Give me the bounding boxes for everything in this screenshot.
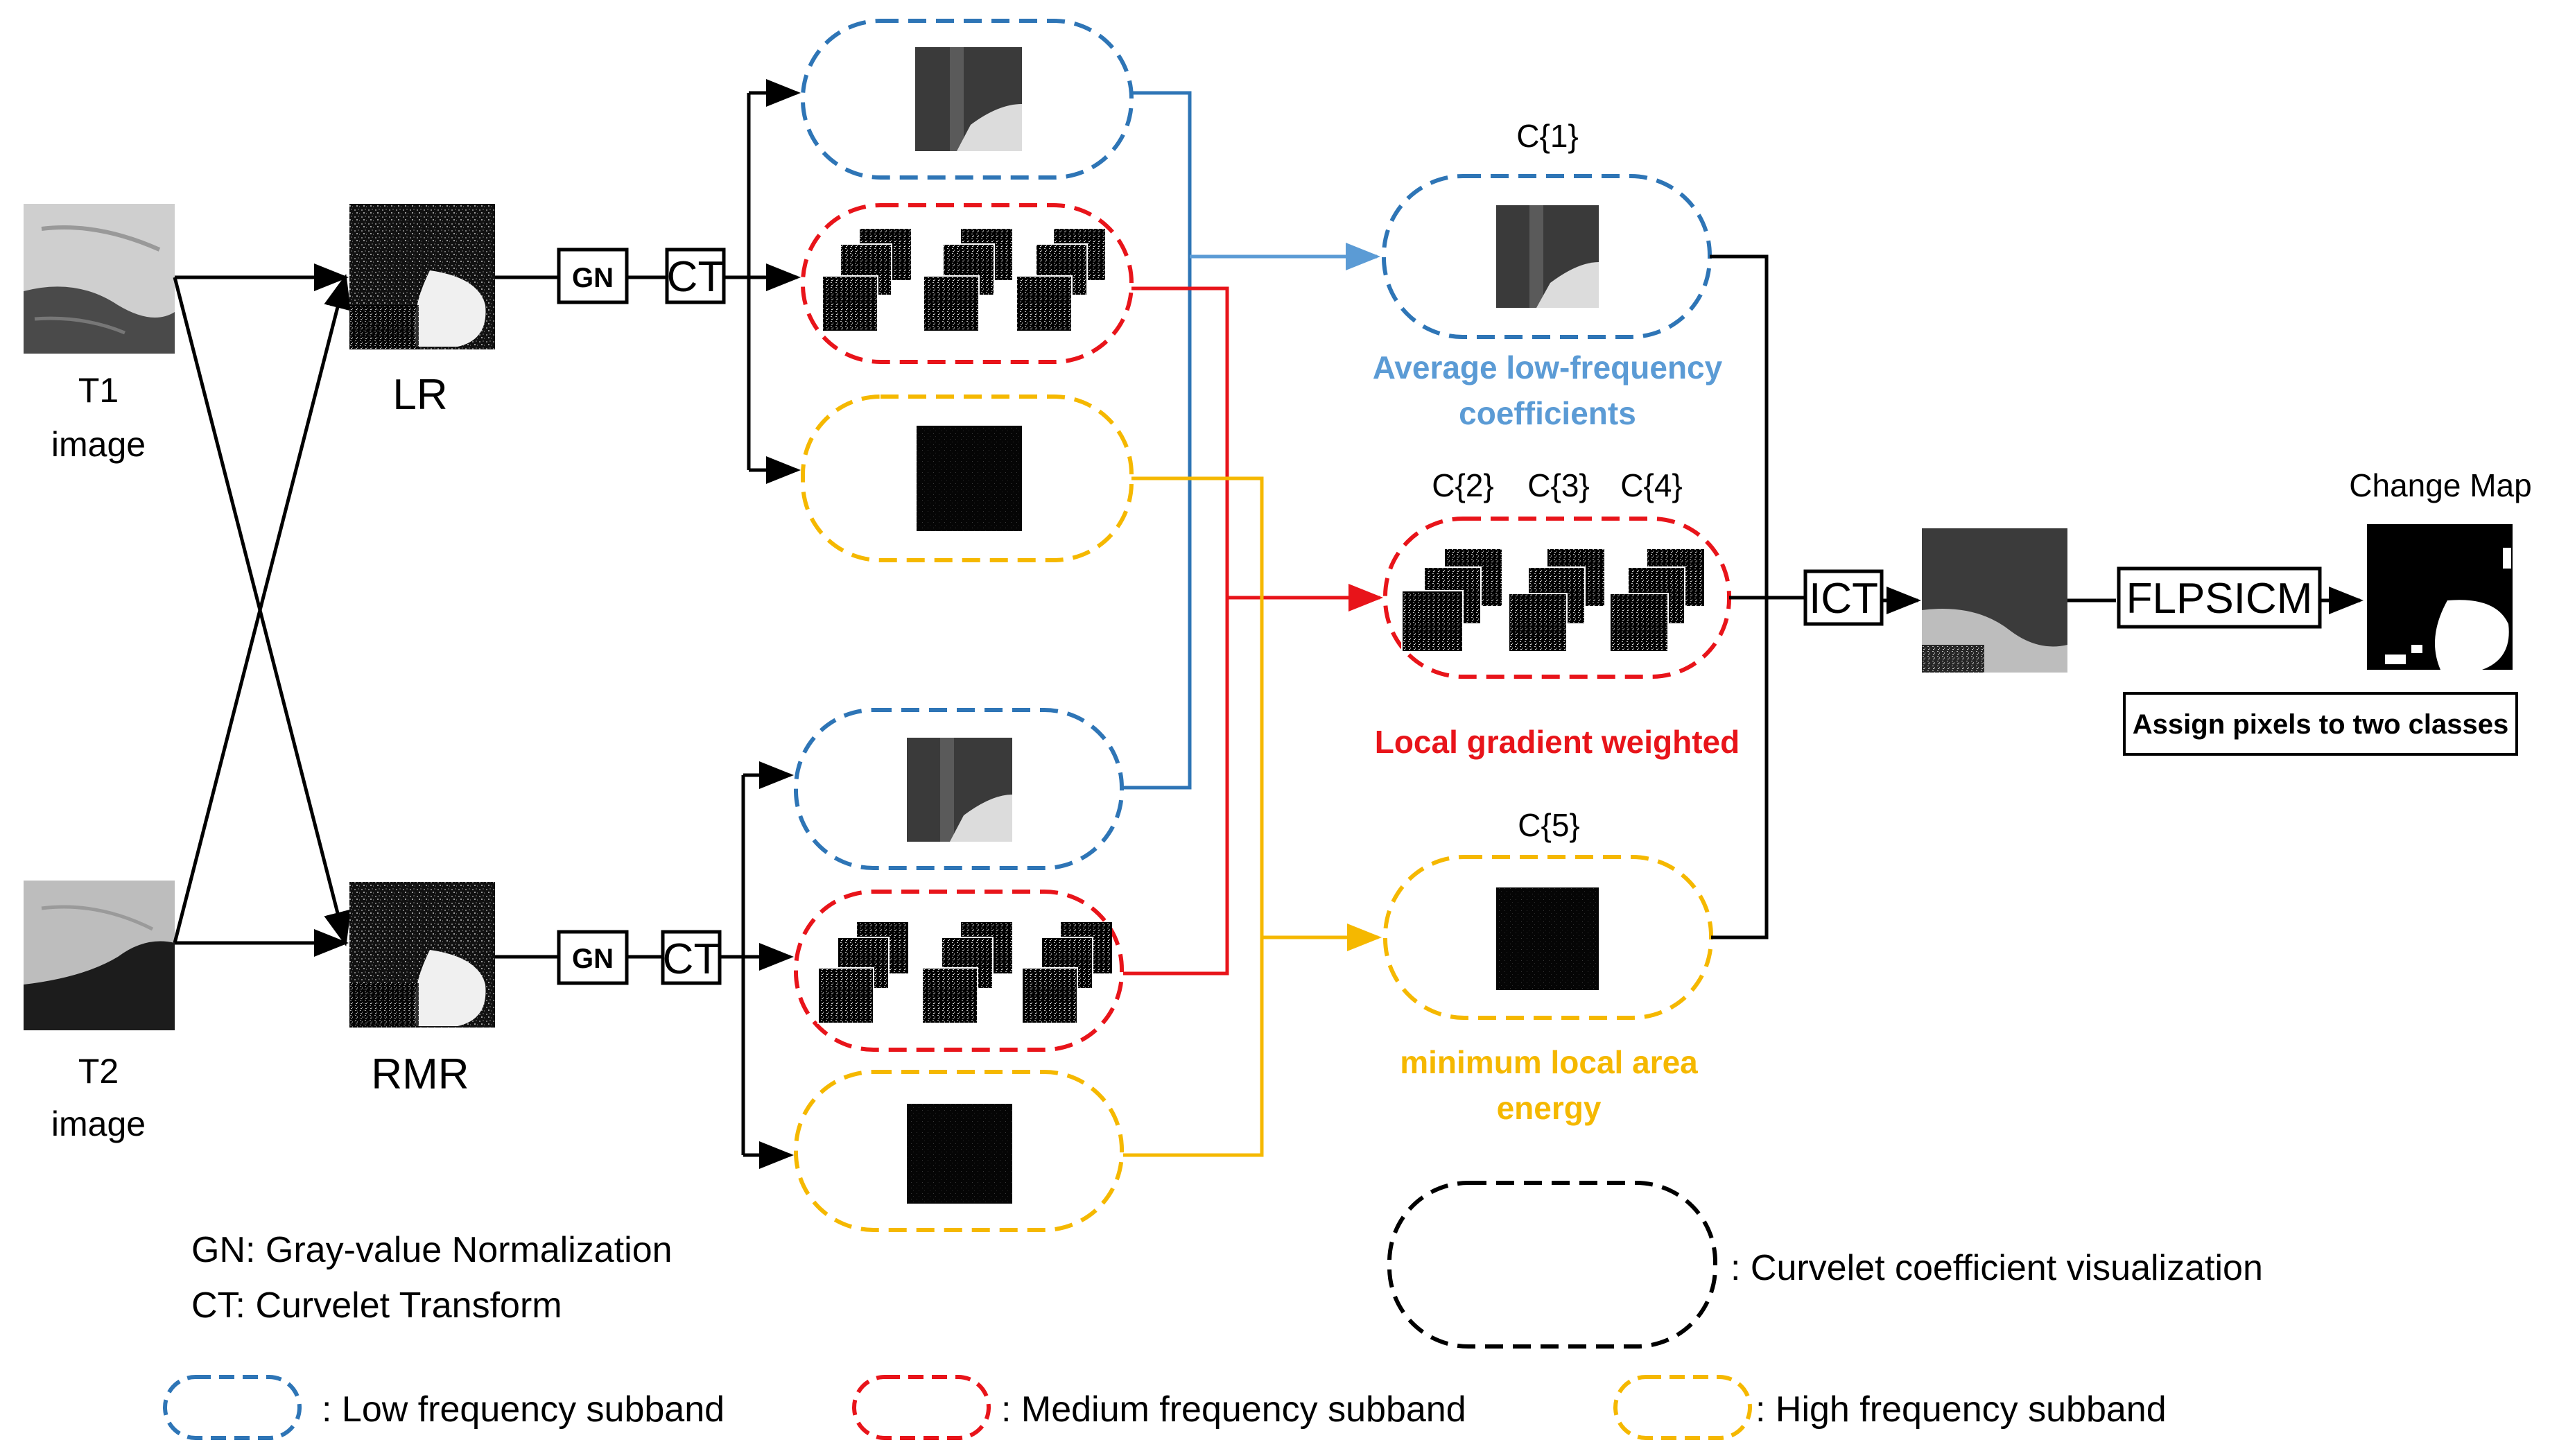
high-subband-thumbnail-bottom <box>907 1104 1012 1204</box>
lr-label: LR <box>392 371 447 419</box>
ct-label-top: CT <box>667 253 725 301</box>
min-energy-label-line2: energy <box>1497 1090 1602 1126</box>
min-energy-label-line1: minimum local area <box>1400 1044 1698 1080</box>
gn-label-top: GN <box>572 263 614 293</box>
medium-subband-stacks-top <box>822 229 1105 332</box>
c5-label: C{5} <box>1518 807 1580 843</box>
high-fusion-connector <box>1123 476 1264 1157</box>
lr-image-thumbnail <box>349 204 495 349</box>
low-subband-thumbnail-top <box>915 47 1022 151</box>
t1-image-thumbnail <box>24 204 175 354</box>
high-subband-capsule-top <box>801 395 1134 562</box>
flpsicm-box <box>2117 566 2322 629</box>
t1-label-line1: T1 <box>78 371 119 410</box>
legend-curvelet-text: : Curvelet coefficient visualization <box>1731 1248 2263 1288</box>
medium-subband-capsule-top <box>801 203 1134 364</box>
t2-image-thumbnail <box>24 881 175 1030</box>
legend-low-capsule <box>163 1375 302 1440</box>
local-gradient-label: Local gradient weighted <box>1375 724 1740 760</box>
c1-thumbnail <box>1496 205 1599 308</box>
c1-label: C{1} <box>1516 118 1579 154</box>
medium-fusion-connector <box>1123 286 1229 976</box>
low-fusion-connector <box>1123 91 1192 790</box>
assign-pixels-box <box>2123 692 2518 756</box>
legend-medium-text: : Medium frequency subband <box>1001 1389 1466 1430</box>
avg-low-freq-label-line2: coefficients <box>1459 395 1636 431</box>
legend-high-capsule <box>1613 1375 1752 1440</box>
medium-subband-capsule-bottom <box>794 890 1124 1052</box>
t1-label-line2: image <box>51 425 146 464</box>
low-subband-capsule-bottom <box>794 708 1124 870</box>
c3-label: C{3} <box>1527 467 1590 503</box>
ct-definition: CT: Curvelet Transform <box>191 1285 562 1326</box>
medium-subband-stacks-bottom <box>817 922 1112 1024</box>
assign-pixels-label: Assign pixels to two classes <box>2133 709 2508 740</box>
ct-box-top <box>665 248 726 304</box>
t2-label-line1: T2 <box>78 1052 119 1091</box>
change-map-label: Change Map <box>2349 467 2531 503</box>
change-map-thumbnail <box>2367 524 2513 670</box>
gn-label-bottom: GN <box>572 944 614 974</box>
flpsicm-label: FLPSICM <box>2126 575 2313 623</box>
cross-arrows <box>173 263 352 957</box>
low-subband-thumbnail-bottom <box>907 738 1012 842</box>
ct-branch-top <box>724 79 801 484</box>
legend-medium-capsule <box>852 1375 991 1440</box>
c234-stacks <box>1401 549 1704 652</box>
low-subband-capsule-top <box>801 19 1134 180</box>
c4-label: C{4} <box>1620 467 1683 503</box>
ict-box <box>1803 569 1884 626</box>
legend-high-text: : High frequency subband <box>1755 1389 2167 1430</box>
ct-branch-bottom <box>720 761 794 1169</box>
high-subband-capsule-bottom <box>794 1070 1124 1232</box>
fused-image-thumbnail <box>1922 528 2067 673</box>
merge-to-ict-connector <box>1710 254 1805 939</box>
high-subband-thumbnail-top <box>917 426 1022 531</box>
c2-label: C{2} <box>1432 467 1494 503</box>
gn-box-bottom <box>557 930 629 985</box>
legend-curvelet-capsule <box>1387 1181 1717 1349</box>
ct-label-bottom: CT <box>663 935 720 983</box>
rmr-label: RMR <box>371 1050 469 1098</box>
ict-label: ICT <box>1809 575 1878 623</box>
avg-low-freq-label-line1: Average low-frequency <box>1373 349 1723 385</box>
gn-box-top <box>557 248 629 304</box>
gn-definition: GN: Gray-value Normalization <box>191 1230 673 1270</box>
t2-label-line2: image <box>51 1104 146 1143</box>
rmr-image-thumbnail <box>349 882 495 1028</box>
c5-thumbnail <box>1496 887 1599 990</box>
legend-low-text: : Low frequency subband <box>322 1389 725 1430</box>
